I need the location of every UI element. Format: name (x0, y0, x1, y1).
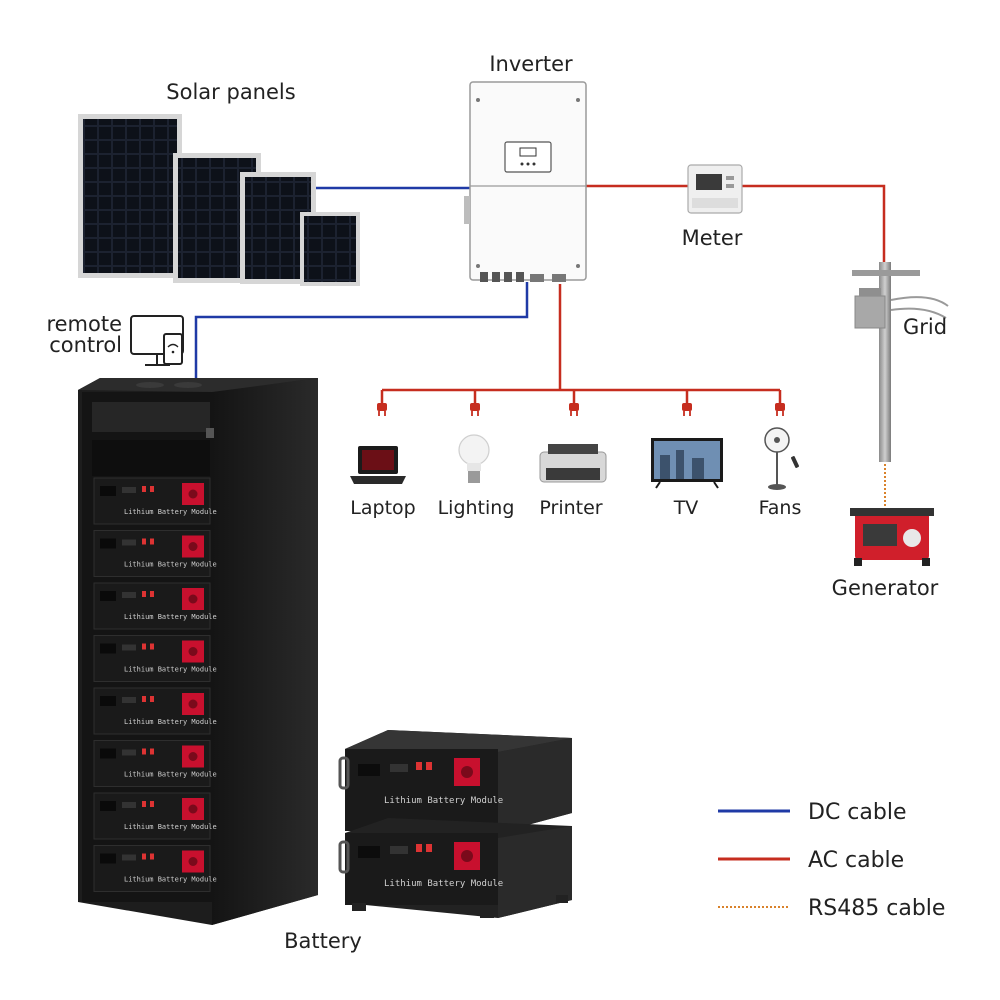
battery-module-label: Lithium Battery Module (124, 876, 217, 884)
light-bulb-icon (458, 434, 490, 483)
solar-panels-label: Solar panels (166, 80, 295, 104)
fan-icon (764, 427, 800, 490)
rack-battery-module-icon: Lithium Battery Module (93, 582, 217, 630)
battery-module-label: Lithium Battery Module (124, 771, 217, 779)
load-drop (682, 390, 692, 416)
rack-battery-module-icon: Lithium Battery Module (93, 477, 217, 525)
battery-module-icon: Lithium Battery Module (338, 730, 572, 833)
grid-pole-icon (852, 262, 949, 462)
generator-icon (850, 508, 934, 566)
battery-module-label: Lithium Battery Module (124, 561, 217, 569)
load-drops (377, 390, 785, 416)
inverter-icon (464, 81, 587, 282)
laptop-icon (350, 446, 406, 484)
legend-item-ac: AC cable (718, 848, 904, 873)
stacked-battery-modules: Lithium Battery Module Lithium Battery M… (338, 730, 572, 918)
solar-panel-icon (78, 114, 182, 278)
legend-label: AC cable (808, 848, 904, 873)
rack-battery-module-icon: Lithium Battery Module (93, 687, 217, 735)
load-drop (470, 390, 480, 416)
legend-label: RS485 cable (808, 896, 945, 921)
battery-module-label: Lithium Battery Module (384, 796, 503, 806)
battery-module-label: Lithium Battery Module (124, 718, 217, 726)
rack-battery-module-icon: Lithium Battery Module (93, 530, 217, 577)
load-label-tv: TV (673, 497, 699, 519)
battery-module-label: Lithium Battery Module (124, 823, 217, 831)
battery-module-label: Lithium Battery Module (124, 613, 217, 621)
rack-battery-module-icon: Lithium Battery Module (93, 740, 217, 787)
load-label-fans: Fans (759, 497, 802, 519)
load-label-printer: Printer (539, 497, 602, 519)
remote-control-label-line1: remote (46, 312, 122, 336)
load-drop (377, 390, 387, 416)
battery-module-label: Lithium Battery Module (124, 666, 217, 674)
legend-item-dc: DC cable (718, 800, 906, 825)
load-drop (775, 390, 785, 416)
battery-label: Battery (284, 929, 362, 953)
meter-icon (687, 164, 743, 214)
generator-label: Generator (832, 576, 939, 600)
printer-icon (539, 444, 607, 483)
solar-panels (78, 114, 360, 286)
load-labels: Laptop Lighting Printer TV Fans (350, 497, 801, 519)
remote-control-icon (130, 315, 184, 366)
rack-battery-module-icon: Lithium Battery Module (93, 635, 217, 682)
load-drop (569, 390, 579, 416)
battery-module-label: Lithium Battery Module (124, 508, 217, 516)
battery-module-label: Lithium Battery Module (384, 879, 503, 889)
legend-label: DC cable (808, 800, 906, 825)
rack-battery-module-icon: Lithium Battery Module (93, 845, 217, 892)
meter-label: Meter (682, 226, 743, 250)
ac-cable-meter-grid (742, 184, 886, 265)
battery-module-icon: Lithium Battery Module (338, 818, 572, 918)
remote-control-label-line2: control (49, 333, 122, 357)
solar-panel-icon (300, 212, 360, 286)
grid-label: Grid (903, 315, 947, 339)
loads (350, 427, 800, 490)
inverter-label: Inverter (489, 52, 573, 76)
tv-icon (651, 438, 723, 489)
rack-battery-module-icon: Lithium Battery Module (93, 792, 217, 840)
legend-item-rs485: RS485 cable (718, 896, 945, 921)
load-label-laptop: Laptop (350, 497, 415, 519)
dc-cable-inverter-battery (194, 282, 529, 378)
load-label-lighting: Lighting (438, 497, 515, 519)
cables (194, 184, 886, 512)
legend: DC cable AC cable RS485 cable (718, 800, 945, 921)
